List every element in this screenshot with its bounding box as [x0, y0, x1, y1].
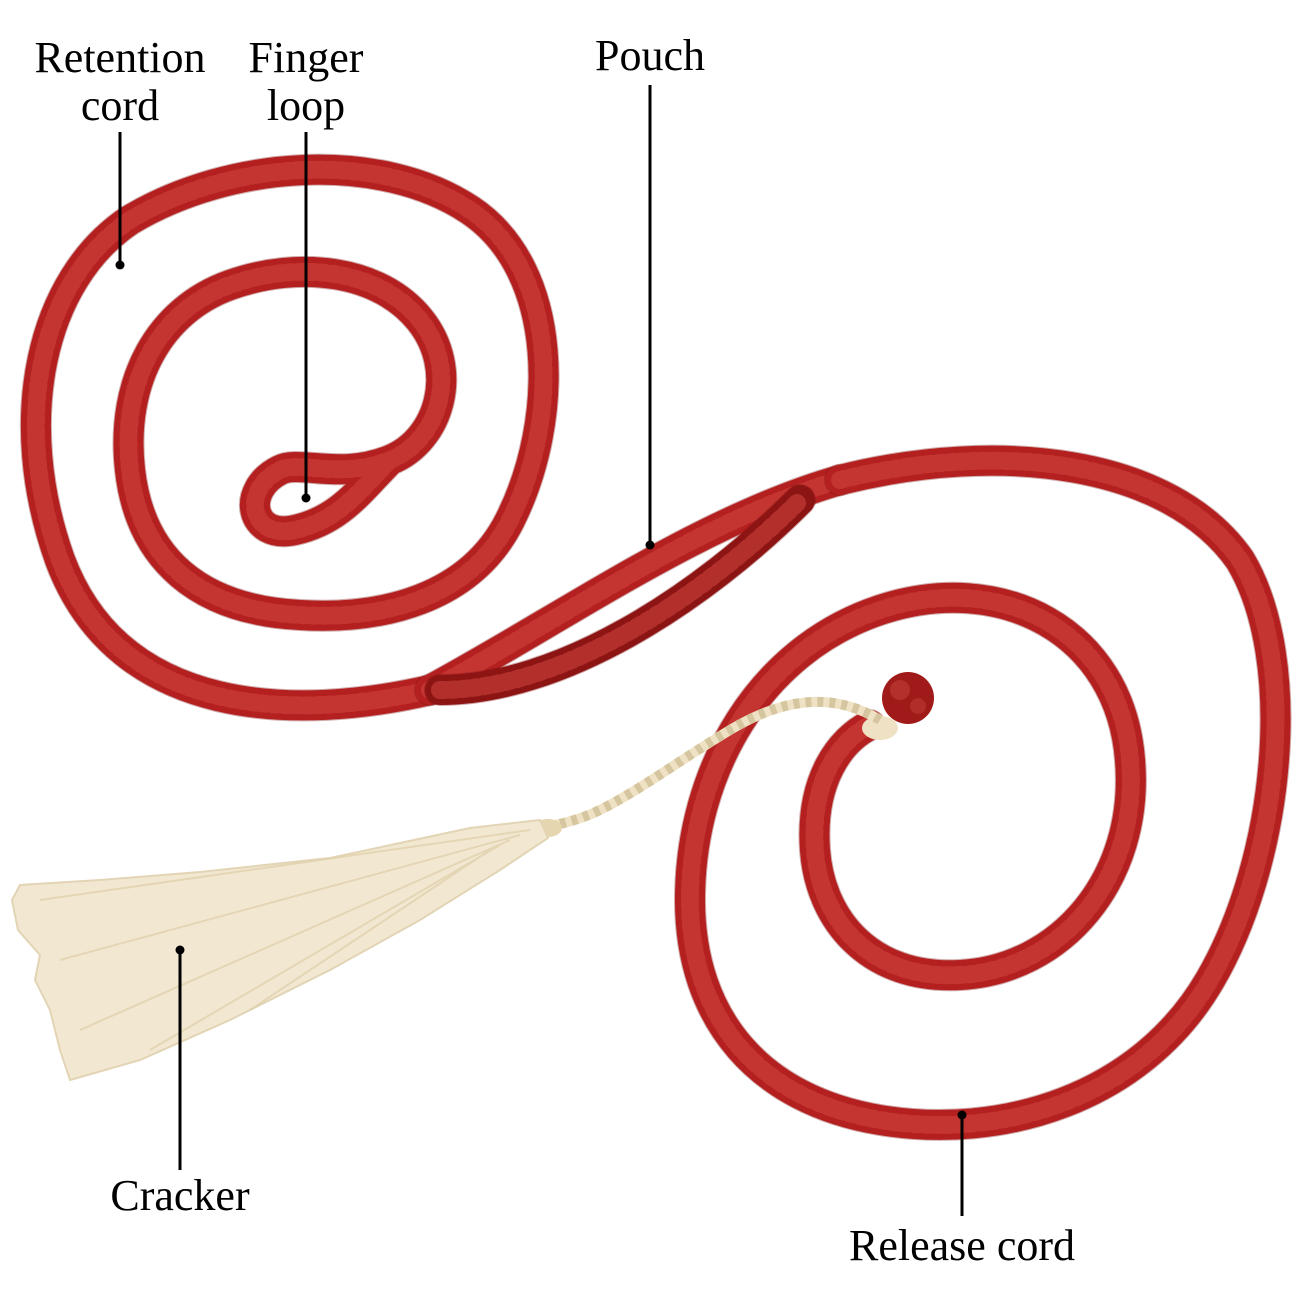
- pouch: [414, 464, 856, 706]
- label-pouch: Pouch: [595, 31, 705, 80]
- label-retention-cord: Retention cord: [34, 33, 206, 130]
- release-knot: [882, 672, 934, 724]
- release-cord: [674, 444, 1292, 1141]
- leader-lines: [115, 85, 967, 1216]
- label-release-cord: Release cord: [849, 1221, 1075, 1270]
- label-cracker: Cracker: [110, 1171, 250, 1220]
- retention-cord: [19, 153, 560, 722]
- cracker: [10, 696, 885, 1082]
- label-finger-loop: Finger loop: [248, 33, 364, 130]
